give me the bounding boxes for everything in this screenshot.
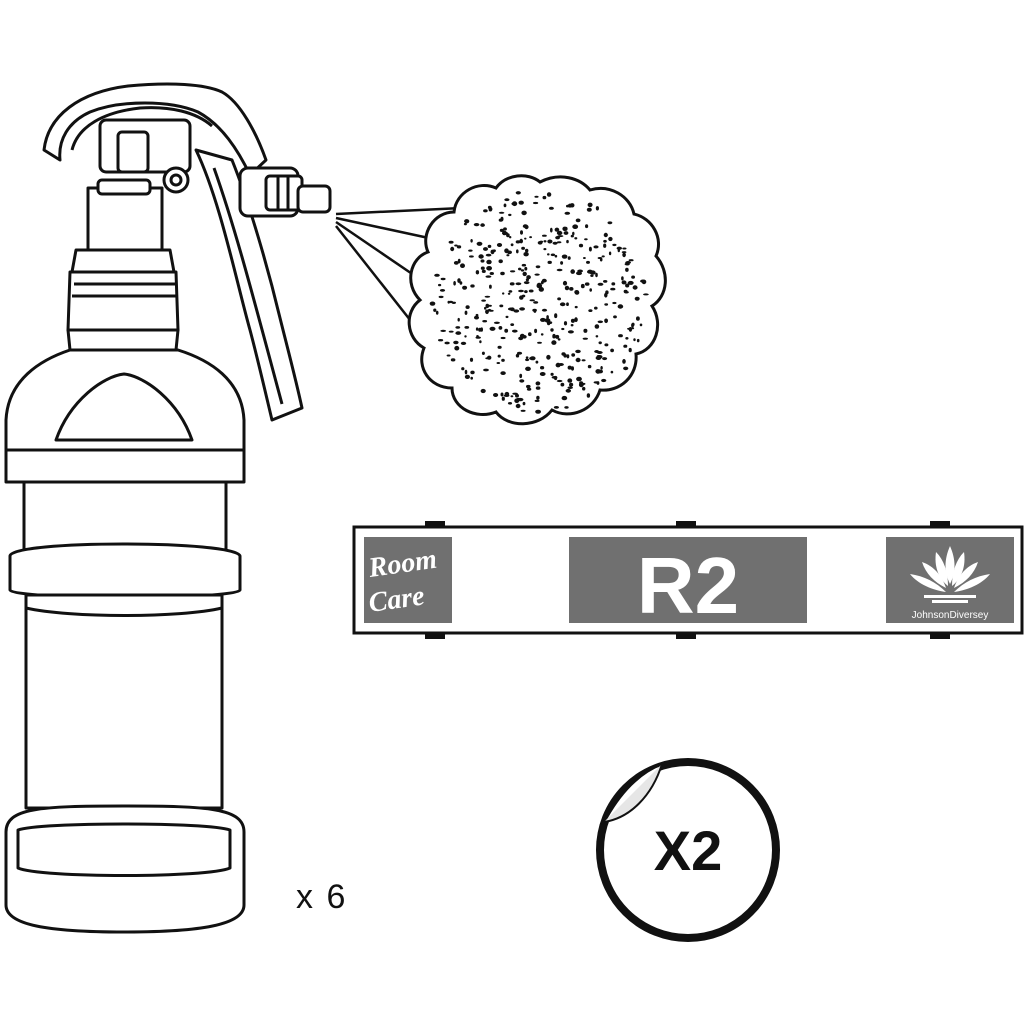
bottle-body bbox=[24, 593, 224, 810]
spray-bottle bbox=[4, 82, 332, 934]
sticker: X2 bbox=[596, 758, 780, 942]
brand-line-2: Care bbox=[367, 580, 427, 618]
middle-band bbox=[8, 542, 242, 599]
quantity-label: x 6 bbox=[296, 878, 348, 916]
product-code: R2 bbox=[637, 541, 739, 630]
lotus-logo-icon bbox=[910, 546, 990, 603]
upper-band bbox=[4, 448, 246, 484]
cap-collar bbox=[66, 270, 180, 332]
sticker-count: X2 bbox=[654, 819, 723, 882]
maker-name: JohnsonDiversey bbox=[912, 610, 989, 621]
trigger-head-inner bbox=[70, 106, 213, 151]
bottle-base bbox=[4, 804, 246, 934]
mist-cloud bbox=[407, 174, 667, 426]
cap-ring-top bbox=[70, 248, 176, 274]
trigger-inner-line bbox=[212, 167, 284, 405]
product-code-panel bbox=[569, 537, 807, 623]
nozzle-tip bbox=[296, 184, 332, 214]
roomcare-logo-panel bbox=[364, 537, 452, 623]
mist-dots bbox=[429, 191, 649, 414]
shoulder-cone bbox=[54, 372, 194, 442]
spray-lines bbox=[335, 206, 463, 331]
trigger-head bbox=[42, 82, 268, 177]
sticker-circle bbox=[596, 758, 780, 942]
pump-stem bbox=[86, 186, 164, 252]
label-strip: Room Care R2 JohnsonDiversey bbox=[352, 521, 1024, 639]
